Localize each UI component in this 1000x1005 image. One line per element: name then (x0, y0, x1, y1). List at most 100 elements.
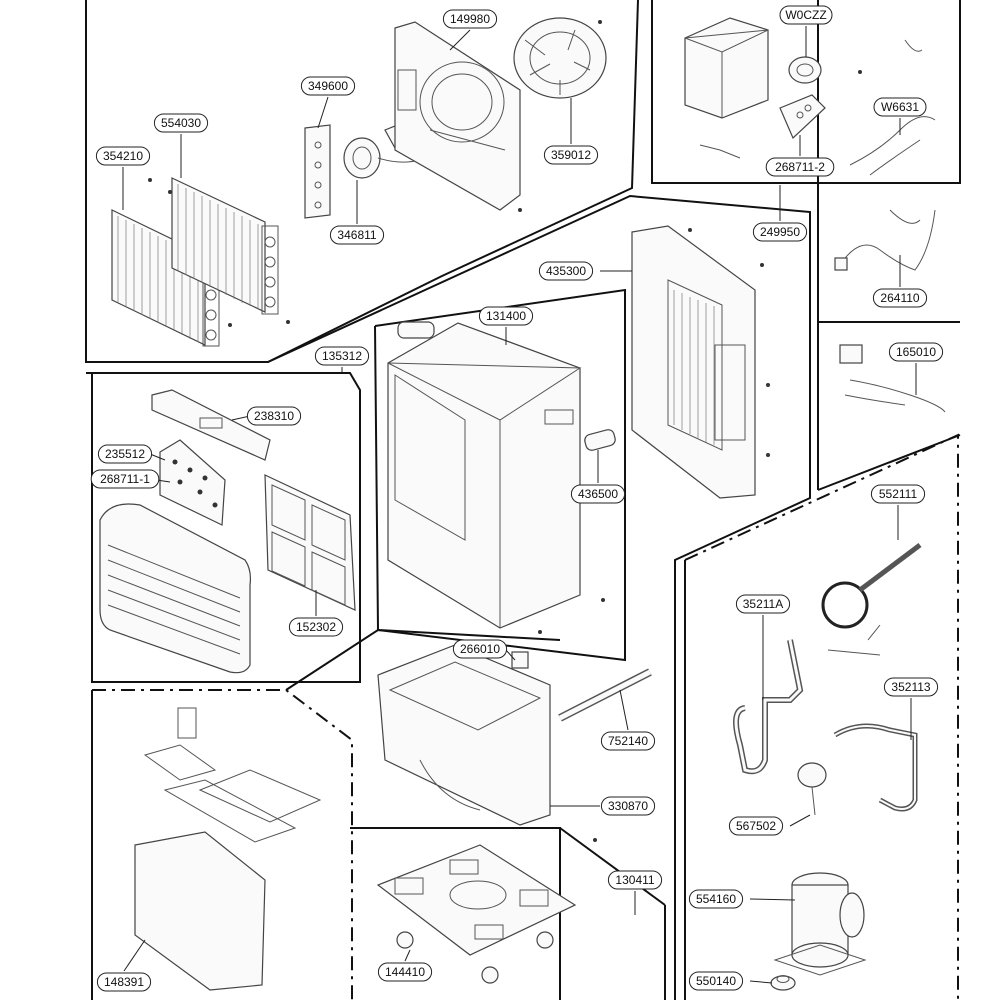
part-label-354210: 354210 (95, 146, 151, 210)
valve-coil-567502 (797, 762, 827, 816)
label-bubble (735, 594, 791, 614)
casters-144410 (396, 931, 554, 984)
label-bubble (246, 406, 302, 426)
label-bubble (779, 5, 833, 25)
part-label-552111: 552111 (870, 484, 926, 540)
part-number-text: W0CZZ (785, 8, 826, 22)
wire-harness-w6631 (699, 39, 936, 176)
part-number-text: 352113 (891, 680, 930, 694)
part-number-text: 266010 (460, 642, 500, 656)
part-number-text: 268711-1 (100, 472, 150, 486)
part-number-text: 131400 (486, 309, 526, 323)
control-box (684, 17, 769, 119)
part-number-text: W6631 (881, 100, 919, 114)
part-number-text: 152302 (296, 620, 336, 634)
blower-fan (513, 17, 607, 99)
leader-line (449, 29, 471, 51)
label-bubble (688, 971, 744, 991)
part-label-w6631: W6631 (873, 97, 927, 135)
label-bubble (153, 113, 209, 133)
handle-side-436500 (584, 429, 616, 451)
label-bubble (288, 617, 344, 637)
part-label-359012: 359012 (543, 98, 599, 165)
label-bubble (442, 9, 498, 29)
label-bubble (752, 222, 808, 242)
label-bubble (314, 346, 370, 366)
power-cord (834, 209, 936, 271)
label-bubble (329, 225, 385, 245)
control-pcb (159, 439, 226, 526)
part-number-text: 264110 (880, 291, 919, 305)
part-label-235512: 235512 (97, 444, 166, 464)
part-label-135312: 135312 (314, 346, 370, 373)
part-label-352113: 352113 (883, 677, 939, 740)
part-label-149980: 149980 (442, 9, 498, 51)
label-bubble (570, 484, 626, 504)
motor-bracket (304, 124, 331, 219)
relay-board (779, 94, 826, 140)
part-number-text: 359012 (551, 148, 591, 162)
part-number-text: 346811 (337, 228, 376, 242)
label-bubble (728, 816, 784, 836)
grommet-550140 (770, 975, 796, 991)
leader-line (149, 453, 166, 461)
handle-top (397, 321, 435, 339)
part-number-labels: 149980349600554030354210346811359012W0CZ… (90, 5, 944, 992)
label-bubble (377, 962, 433, 982)
float-switch-266010 (511, 651, 529, 669)
part-label-w0czz: W0CZZ (779, 5, 833, 57)
part-number-text: 149980 (450, 12, 490, 26)
part-number-text: 349600 (308, 79, 348, 93)
part-number-text: 249950 (760, 225, 800, 239)
leader-line (404, 949, 411, 962)
label-bubble (543, 145, 599, 165)
capacitor (788, 56, 822, 84)
part-label-165010: 165010 (888, 342, 944, 395)
discharge-pipe-352113 (833, 723, 918, 812)
label-bubble (90, 469, 160, 489)
part-number-text: 435300 (546, 264, 586, 278)
part-number-text: 354210 (103, 149, 143, 163)
water-bucket (134, 707, 322, 991)
leader-line (317, 96, 329, 129)
leader-line (749, 980, 773, 984)
label-bubble (888, 342, 944, 362)
condenser-coil-right (171, 177, 279, 315)
fan-housing (394, 21, 521, 211)
part-label-264110: 264110 (872, 255, 928, 308)
label-bubble (765, 157, 835, 177)
part-number-text: 330870 (608, 799, 648, 813)
label-bubble (883, 677, 939, 697)
part-number-text: 165010 (896, 345, 936, 359)
rear-panel (631, 225, 756, 499)
part-label-346811: 346811 (329, 180, 385, 245)
part-number-text: 144410 (385, 965, 425, 979)
cabinet (387, 322, 582, 629)
part-label-567502: 567502 (728, 814, 811, 836)
part-number-text: 752140 (608, 734, 648, 748)
screws (148, 20, 862, 842)
label-bubble (607, 870, 663, 890)
label-bubble (600, 731, 656, 751)
control-panel (151, 389, 271, 461)
part-number-text: 148391 (104, 975, 144, 989)
part-label-349600: 349600 (300, 76, 356, 129)
part-label-554160: 554160 (688, 889, 796, 909)
part-number-text: 554160 (696, 892, 736, 906)
leader-line (619, 689, 629, 731)
part-label-268711-1: 268711-1 (90, 469, 171, 489)
part-number-text: 235512 (105, 447, 145, 461)
part-label-130411: 130411 (607, 870, 663, 915)
part-label-249950: 249950 (752, 185, 808, 242)
part-label-435300: 435300 (538, 261, 632, 281)
part-label-268711-2: 268711-2 (765, 135, 835, 177)
section-borders (85, 0, 961, 1000)
part-number-text: 552111 (879, 487, 918, 501)
front-grille (99, 503, 252, 674)
label-bubble (538, 261, 594, 281)
part-number-text: 135312 (322, 349, 362, 363)
leader-line (123, 939, 146, 972)
part-label-266010: 266010 (452, 639, 516, 661)
leader-line (749, 898, 796, 901)
